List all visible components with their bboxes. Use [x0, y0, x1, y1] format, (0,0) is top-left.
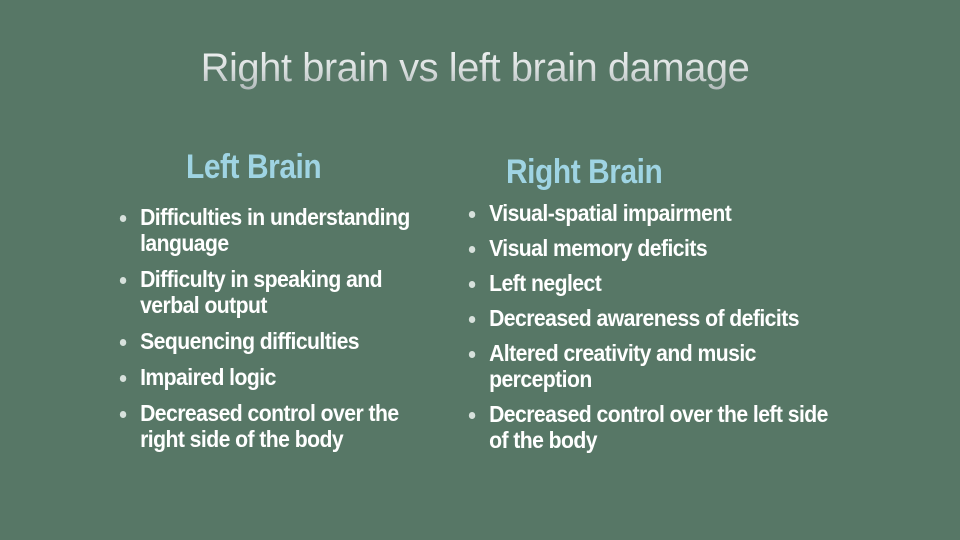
bullet-icon	[119, 215, 127, 222]
list-item: Decreased control over the left side of …	[467, 401, 835, 453]
bullet-icon	[468, 351, 476, 358]
list-item: Altered creativity and music perception	[467, 340, 835, 392]
list-item: Visual memory deficits	[467, 235, 835, 261]
list-item-text: Left neglect	[489, 270, 602, 296]
bullet-icon	[468, 211, 476, 218]
right-brain-list: Visual-spatial impairment Visual memory …	[467, 200, 867, 462]
list-item-text: Sequencing difficulties	[140, 328, 360, 354]
list-item-text: Difficulty in speaking and verbal output	[140, 266, 383, 318]
list-item-text: Difficulties in understanding language	[140, 204, 410, 256]
list-item: Decreased awareness of deficits	[467, 305, 835, 331]
list-item: Sequencing difficulties	[118, 328, 440, 354]
list-item: Difficulties in understanding language	[118, 204, 440, 256]
list-item: Impaired logic	[118, 364, 440, 390]
list-item-text: Decreased control over the left side of …	[489, 401, 828, 453]
bullet-icon	[119, 339, 127, 346]
left-brain-heading: Left Brain	[186, 148, 322, 186]
bullet-icon	[468, 316, 476, 323]
bullet-icon	[119, 277, 127, 284]
bullet-icon	[119, 375, 127, 382]
right-brain-heading: Right Brain	[506, 153, 663, 191]
list-item-text: Visual-spatial impairment	[489, 200, 732, 226]
list-item: Left neglect	[467, 270, 835, 296]
list-item: Decreased control over the right side of…	[118, 400, 440, 452]
bullet-icon	[468, 246, 476, 253]
list-item: Difficulty in speaking and verbal output	[118, 266, 440, 318]
list-item-text: Decreased awareness of deficits	[489, 305, 799, 331]
list-item-text: Visual memory deficits	[489, 235, 708, 261]
list-item-text: Altered creativity and music perception	[489, 340, 756, 392]
list-item-text: Decreased control over the right side of…	[140, 400, 399, 452]
bullet-icon	[119, 411, 127, 418]
list-item: Visual-spatial impairment	[467, 200, 835, 226]
bullet-icon	[468, 412, 476, 419]
bullet-icon	[468, 281, 476, 288]
left-brain-list: Difficulties in understanding language D…	[118, 204, 468, 462]
list-item-text: Impaired logic	[140, 364, 276, 390]
slide-title: Right brain vs left brain damage	[0, 46, 950, 91]
